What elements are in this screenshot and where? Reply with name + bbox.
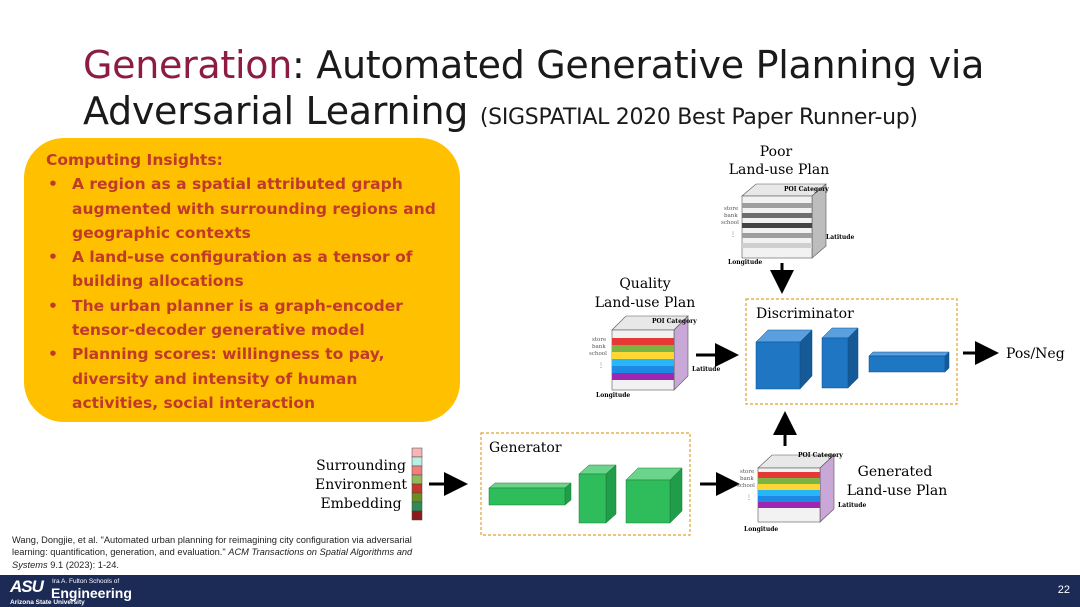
poor-row-store: store xyxy=(724,206,738,212)
generated-row-school: school xyxy=(737,483,755,489)
logo-engineering: Engineering xyxy=(51,585,132,601)
quality-row-ellipsis: ⋮ xyxy=(598,362,604,369)
slide-title: Generation: Automated Generative Plannin… xyxy=(83,42,1043,141)
quality-plan-label-1: Quality xyxy=(619,276,670,292)
generated-plan-tensor xyxy=(757,454,835,523)
logo-asu-mark: ASU xyxy=(10,577,44,596)
poor-row-ellipsis: ⋮ xyxy=(730,231,736,238)
generated-row-ellipsis: ⋮ xyxy=(746,494,752,501)
discriminator-box xyxy=(745,298,958,405)
quality-row-store: store xyxy=(592,337,606,343)
title-highlight: Generation xyxy=(83,43,292,87)
poor-plan-label-2: Land-use Plan xyxy=(729,162,830,178)
output-label: Pos/Neg xyxy=(1006,346,1065,362)
quality-poi-axis: POI Category xyxy=(652,318,697,325)
surrounding-label-2: Environment xyxy=(315,477,407,493)
quality-plan-tensor xyxy=(611,315,689,391)
quality-row-school: school xyxy=(589,351,607,357)
generated-latitude-axis: Latitude xyxy=(838,502,866,509)
embedding-vector xyxy=(411,447,423,521)
insight-bullet: The urban planner is a graph-encoder ten… xyxy=(46,294,442,343)
title-line-2: Adversarial Learning (SIGSPATIAL 2020 Be… xyxy=(83,88,1043,141)
surrounding-label-1: Surrounding xyxy=(316,458,406,474)
computing-insights-box: Computing Insights: A region as a spatia… xyxy=(24,138,460,422)
poor-poi-axis: POI Category xyxy=(784,186,829,193)
footer-bar: ASU Ira A. Fulton Schools of Engineering… xyxy=(0,575,1080,607)
generator-block-3 xyxy=(625,467,683,524)
poor-row-bank: bank xyxy=(724,213,738,219)
insights-heading: Computing Insights: xyxy=(46,151,223,169)
generated-plan-label-2: Land-use Plan xyxy=(847,483,948,499)
discriminator-block-2 xyxy=(821,327,859,389)
gan-planning-diagram: Poor Land-use Plan POI Category Latitude… xyxy=(315,144,1065,536)
generated-plan-label-1: Generated xyxy=(858,464,933,480)
poor-row-school: school xyxy=(721,220,739,226)
citation-journal: ACM Transactions on Spatial Algorithms a… xyxy=(12,547,413,570)
title-award: (SIGSPATIAL 2020 Best Paper Runner-up) xyxy=(479,105,918,130)
title-line-1: Generation: Automated Generative Plannin… xyxy=(83,42,1043,88)
poor-longitude-axis: Longitude xyxy=(728,259,762,266)
citation-text: Wang, Dongjie, et al. "Automated urban p… xyxy=(12,535,412,558)
generator-block-2 xyxy=(578,464,617,524)
insights-list: A region as a spatial attributed graph a… xyxy=(46,172,442,415)
discriminator-block-1 xyxy=(755,329,813,390)
poor-plan-tensor xyxy=(741,183,827,259)
logo-school: Ira A. Fulton Schools of xyxy=(52,578,120,585)
title-line2-text: Adversarial Learning xyxy=(83,89,469,133)
discriminator-label: Discriminator xyxy=(756,306,854,322)
insight-bullet: A region as a spatial attributed graph a… xyxy=(46,172,442,245)
title-rest: : Automated Generative Planning via xyxy=(292,43,985,87)
insight-bullet: Planning scores: willingness to pay, div… xyxy=(46,342,442,415)
generator-block-1 xyxy=(488,482,572,506)
generated-row-store: store xyxy=(740,469,754,475)
poor-latitude-axis: Latitude xyxy=(826,234,854,241)
quality-plan-label-2: Land-use Plan xyxy=(595,295,696,311)
poor-plan-label-1: Poor xyxy=(760,144,793,160)
quality-longitude-axis: Longitude xyxy=(596,392,630,399)
quality-latitude-axis: Latitude xyxy=(692,366,720,373)
generated-poi-axis: POI Category xyxy=(798,452,843,459)
surrounding-label-3: Embedding xyxy=(320,496,401,512)
insight-bullet: A land-use configuration as a tensor of … xyxy=(46,245,442,294)
generated-longitude-axis: Longitude xyxy=(744,526,778,533)
logo-university: Arizona State University xyxy=(10,599,85,606)
generator-box xyxy=(480,432,691,536)
generated-row-bank: bank xyxy=(740,476,754,482)
citation-tail: 9.1 (2023): 1-24. xyxy=(47,559,119,570)
quality-row-bank: bank xyxy=(592,344,606,350)
discriminator-block-3 xyxy=(868,351,950,373)
generator-label: Generator xyxy=(489,440,562,456)
page-number: 22 xyxy=(1057,584,1070,596)
citation: Wang, Dongjie, et al. "Automated urban p… xyxy=(12,534,432,571)
